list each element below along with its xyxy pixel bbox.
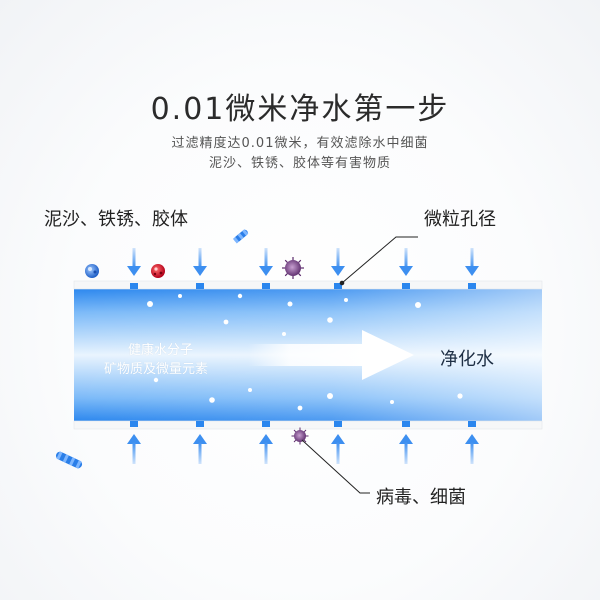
inflow-arrows-top <box>127 248 479 276</box>
membrane-bottom <box>73 420 543 430</box>
label-purified-water: 净化水 <box>440 349 494 370</box>
up-arrow-icon <box>465 434 479 464</box>
up-arrow-icon <box>127 434 141 464</box>
virus-purple-icon <box>291 427 309 445</box>
water-bubbles <box>147 293 463 411</box>
leader-line-bottom-right <box>301 439 370 494</box>
bacteria-worm-icon <box>232 229 249 244</box>
label-sediment: 泥沙、铁锈、胶体 <box>44 209 188 230</box>
down-arrow-icon <box>399 248 413 276</box>
up-arrow-icon <box>193 434 207 464</box>
up-arrow-icon <box>399 434 413 464</box>
up-arrow-icon <box>331 434 345 464</box>
water-channel <box>74 288 542 422</box>
down-arrow-icon <box>259 248 273 276</box>
down-arrow-icon <box>127 248 141 276</box>
membrane-top <box>73 280 543 290</box>
virus-purple-icon <box>282 257 304 279</box>
subtitle-line-1: 过滤精度达0.01微米，有效滤除水中细菌 <box>171 136 429 151</box>
label-inner-line-2: 矿物质及微量元素 <box>104 362 209 377</box>
down-arrow-icon <box>465 248 479 276</box>
bacteria-worm-icon <box>55 451 83 469</box>
label-virus-bacteria: 病毒、细菌 <box>376 487 466 508</box>
particle-blue-icon <box>85 264 99 278</box>
leader-line-top-right <box>339 236 418 286</box>
particle-red-icon <box>151 264 165 278</box>
subtitle-line-2: 泥沙、铁锈、胶体等有害物质 <box>208 156 391 171</box>
flow-arrow-icon <box>248 330 414 380</box>
inflow-arrows-bottom <box>127 434 479 464</box>
up-arrow-icon <box>259 434 273 464</box>
down-arrow-icon <box>331 248 345 276</box>
down-arrow-icon <box>193 248 207 276</box>
label-inner-line-1: 健康水分子 <box>128 343 194 358</box>
label-pore-size: 微粒孔径 <box>424 209 496 230</box>
page-title: 0.01微米净水第一步 <box>150 92 450 127</box>
